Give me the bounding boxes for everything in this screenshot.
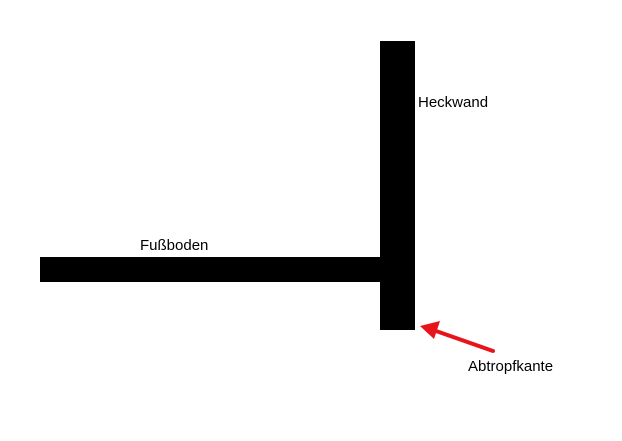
rear-wall-beam (380, 41, 415, 330)
arrow-head (420, 321, 440, 339)
floor-beam (40, 257, 414, 282)
arrow-shaft (434, 329, 495, 353)
wall-label: Heckwand (418, 94, 489, 111)
drip-edge-label: Abtropfkante (468, 358, 554, 375)
floor-label: Fußboden (140, 237, 209, 254)
